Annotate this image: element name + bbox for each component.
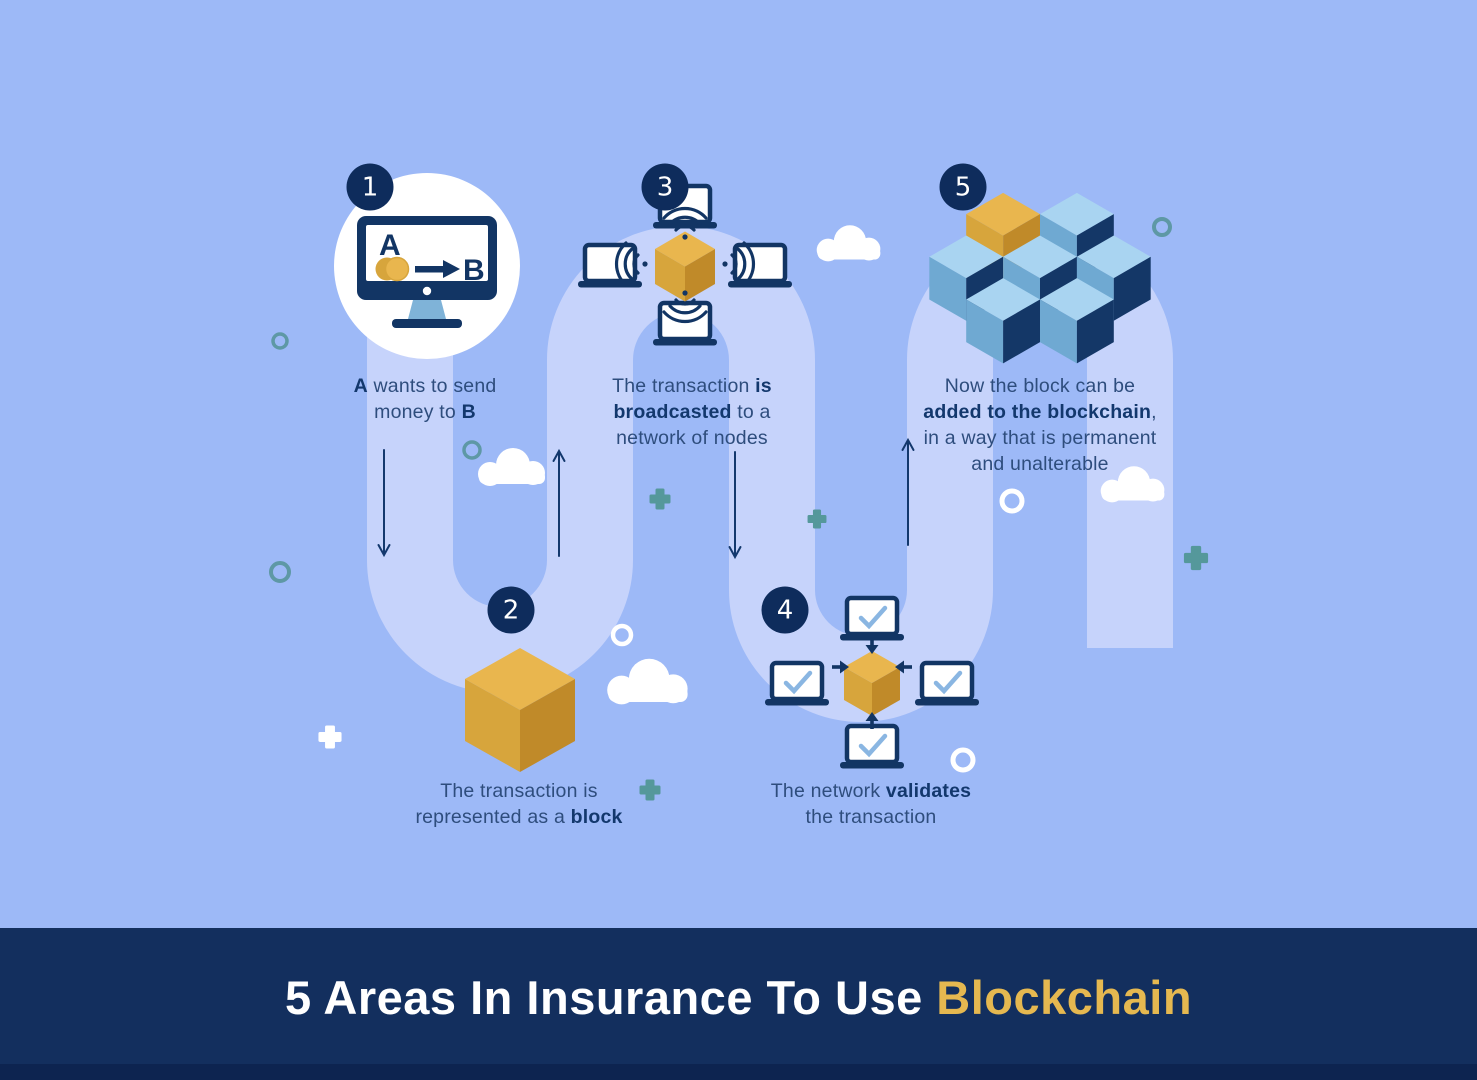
broadcast-network-icon	[578, 186, 792, 346]
laptop-check-icon	[765, 663, 829, 706]
check-icon	[933, 670, 963, 695]
laptop-check-icon	[840, 726, 904, 769]
ring-icon	[950, 747, 976, 773]
monitor-neck	[408, 300, 446, 319]
step-4-badge: 4	[761, 586, 809, 634]
step-2-badge: 2	[487, 586, 535, 634]
cloud-icon	[478, 448, 545, 486]
decorations	[269, 217, 1209, 801]
infographic-title: 5 Areas In Insurance To Use Blockchain	[285, 970, 1192, 1025]
ring-icon	[610, 623, 634, 647]
step-3-badge: 3	[641, 163, 689, 211]
ring-icon	[462, 440, 482, 460]
block-cube-icon	[465, 648, 575, 772]
check-icon	[858, 733, 888, 758]
validation-network-icon	[765, 598, 979, 769]
laptop-check-icon	[840, 598, 904, 641]
monitor-button	[422, 286, 432, 296]
plus-icon	[1183, 545, 1209, 571]
plus-icon	[649, 488, 671, 510]
cloud-icon	[816, 225, 881, 262]
footer-banner: 5 Areas In Insurance To Use Blockchain	[0, 928, 1477, 1080]
sender-label: A	[379, 229, 401, 262]
plus-icon	[318, 725, 342, 749]
block-cube-small	[655, 231, 715, 302]
step-5-badge: 5	[939, 163, 987, 211]
laptop-icon	[728, 245, 792, 288]
title-prefix: 5 Areas In Insurance To Use	[284, 970, 937, 1024]
laptop-check-icon	[915, 663, 979, 706]
laptop-icon	[653, 303, 717, 346]
cloud-icon	[607, 658, 688, 705]
laptop-icon	[578, 245, 642, 288]
block-cube-small	[844, 651, 900, 716]
transfer-arrow-head	[443, 260, 460, 278]
ring-icon	[1152, 217, 1172, 237]
check-icon	[858, 605, 888, 630]
plus-icon	[639, 779, 661, 801]
title-highlight: Blockchain	[936, 970, 1193, 1024]
check-icon	[783, 670, 813, 695]
ring-icon	[271, 332, 289, 350]
transfer-arrow	[415, 266, 445, 273]
step-1-badge: 1	[346, 163, 394, 211]
coin-icon	[384, 256, 410, 282]
monitor-base	[392, 319, 462, 328]
banner-bottom-edge	[0, 1064, 1477, 1080]
ring-icon	[269, 561, 291, 583]
monitor-transfer-icon: A B	[334, 173, 520, 359]
receiver-label: B	[463, 254, 485, 287]
ring-icon	[999, 488, 1025, 514]
